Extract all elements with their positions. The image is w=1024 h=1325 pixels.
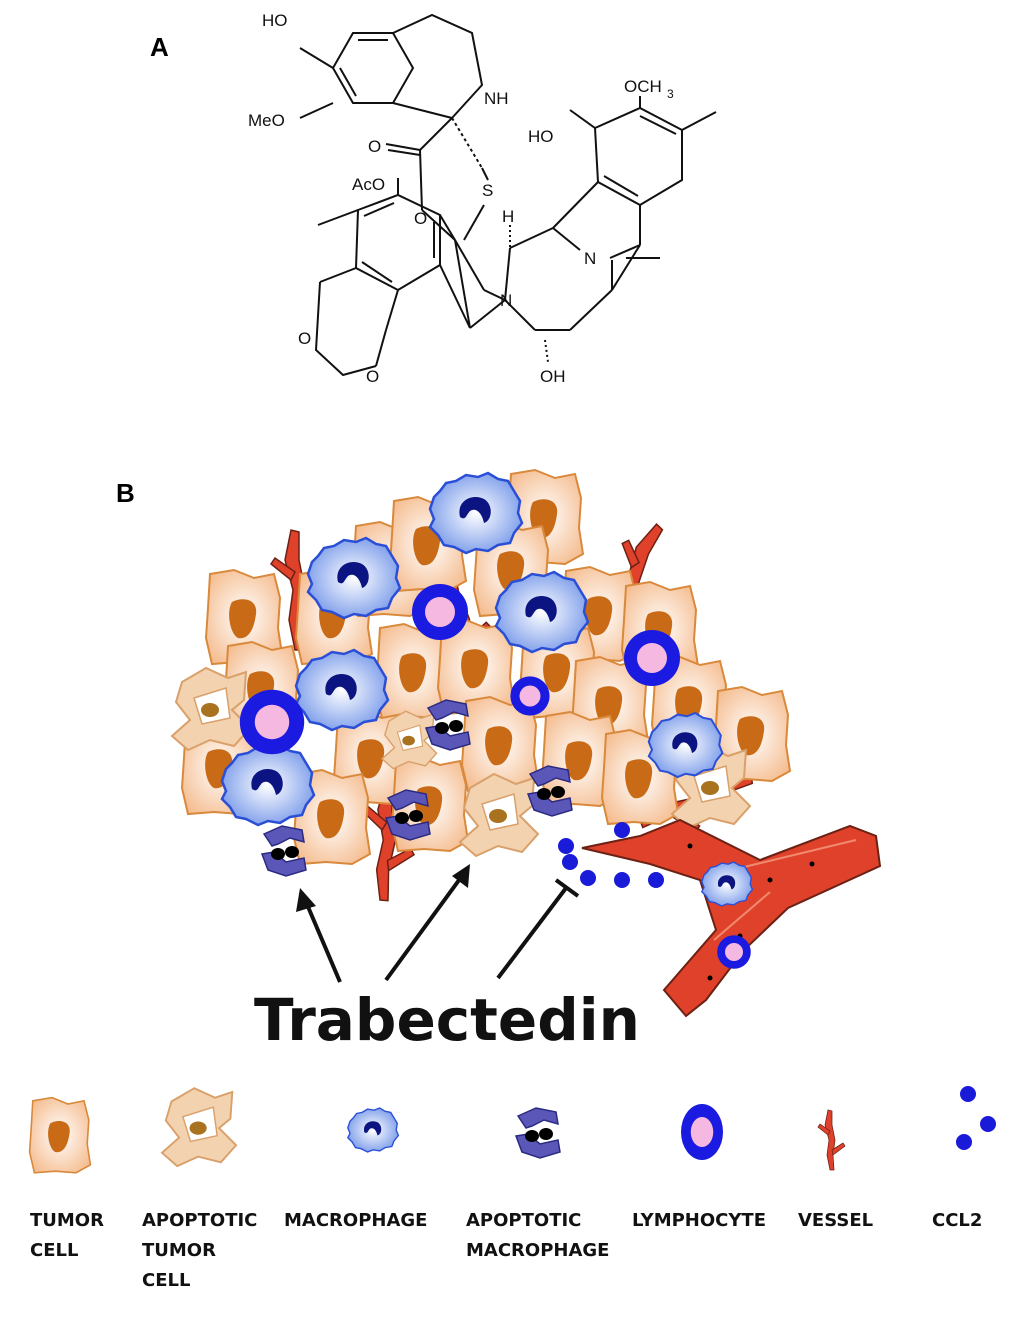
legend-icons: [28, 1086, 996, 1174]
atom-o-dioxolane-2: O: [366, 367, 379, 386]
macrophage: [306, 536, 402, 620]
apoptotic-tumor-cell: [381, 710, 438, 770]
legend-label-macrophage: MACROPHAGE: [284, 1210, 428, 1231]
panel-a-label: A: [150, 32, 169, 62]
arrowhead-tumor-cells: [452, 864, 470, 888]
atom-n-ring: N: [500, 291, 512, 310]
macrophage: [494, 570, 590, 654]
structure-atom-labels: HO MeO NH OCH 3 O S HO AcO O H N N O O O…: [248, 11, 674, 386]
atom-oh: OH: [540, 367, 566, 386]
atom-ho-top: HO: [262, 11, 288, 30]
atom-aco: AcO: [352, 175, 385, 194]
lymphocyte: [239, 689, 305, 755]
lymphocyte: [412, 584, 468, 640]
atom-och3-subscript: 3: [667, 87, 674, 101]
tumor-cell-icon: [28, 1096, 92, 1174]
macrophage: [428, 471, 524, 555]
blood-vessel: [581, 818, 882, 1018]
lymphocyte-icon: [681, 1104, 723, 1160]
macrophage: [647, 711, 724, 779]
trabectedin-label: Trabectedin: [254, 986, 640, 1054]
atom-meo: MeO: [248, 111, 285, 130]
panel-b-label: B: [116, 478, 135, 508]
tumor-microenvironment: [171, 469, 882, 1018]
lymphocyte-in-vessel: [717, 935, 751, 969]
legend-label-apoptotic-macrophage: APOPTOTIC MACROPHAGE: [466, 1210, 610, 1261]
apoptotic-tumor-cell-icon: [161, 1087, 238, 1168]
atom-s: S: [482, 181, 493, 200]
macrophage: [220, 743, 316, 827]
legend-label-vessel: VESSEL: [798, 1210, 874, 1231]
legend-label-tumor-cell: TUMOR CELL: [30, 1210, 104, 1261]
arrow-to-macrophages: [304, 901, 342, 983]
atom-n-bridge: N: [584, 249, 596, 268]
atom-och3: OCH: [624, 77, 662, 96]
arrowhead-macrophages: [296, 888, 316, 912]
atom-o-dioxolane-1: O: [298, 329, 311, 348]
inhibitor-ccl2: [496, 886, 568, 980]
atom-nh: NH: [484, 89, 509, 108]
vessel-icon: [817, 1109, 846, 1171]
atom-o-ester: O: [414, 209, 427, 228]
inhibitor-bar-ccl2: [554, 878, 580, 898]
legend-label-lymphocyte: LYMPHOCYTE: [632, 1210, 766, 1231]
apoptotic-macrophage-icon: [515, 1107, 561, 1159]
lymphocyte: [624, 630, 680, 686]
atom-h: H: [502, 207, 514, 226]
legend-label-ccl2: CCL2: [932, 1210, 983, 1231]
ccl2-chemokines: [558, 822, 664, 888]
macrophage-in-vessel: [701, 861, 754, 907]
atom-ho-right: HO: [528, 127, 554, 146]
ccl2-icon: [956, 1086, 996, 1150]
trabectedin-effects: [296, 864, 580, 983]
legend-label-apoptotic-tumor-cell: APOPTOTIC TUMOR CELL: [142, 1210, 258, 1291]
atom-o-carbonyl: O: [368, 137, 381, 156]
arrow-to-tumor-cells: [384, 874, 464, 982]
macrophage: [294, 648, 390, 732]
lymphocyte: [510, 676, 550, 716]
trabectedin-structure: [299, 13, 717, 377]
macrophage-icon: [347, 1107, 400, 1153]
apoptotic-tumor-cell: [459, 773, 539, 857]
